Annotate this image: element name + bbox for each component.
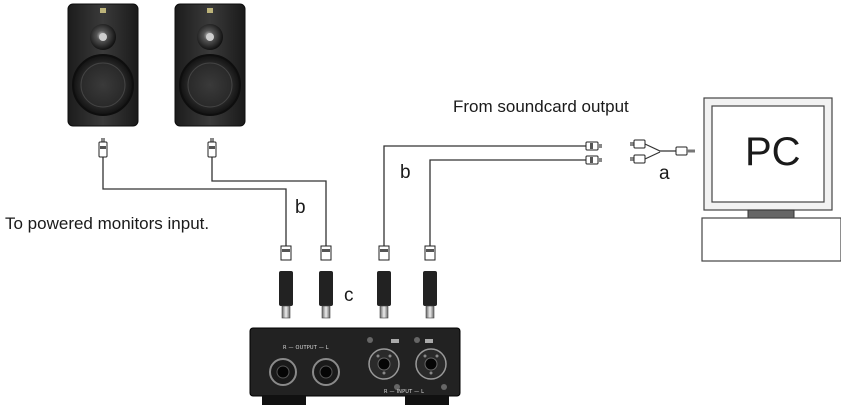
cables-from-soundcard xyxy=(383,145,588,246)
device-foot-left xyxy=(262,396,306,405)
audio-interface xyxy=(249,327,461,405)
speaker-right xyxy=(174,3,246,127)
monitor-screen xyxy=(711,105,825,203)
input-combo-l xyxy=(414,337,447,390)
jack-plugs xyxy=(279,245,437,319)
jack-plug-3 xyxy=(377,245,391,319)
rca-plug-speaker-right xyxy=(207,138,217,158)
output-panel-label: R — OUTPUT — L xyxy=(283,345,329,351)
device-foot-right xyxy=(405,396,449,405)
woofer-right xyxy=(179,54,241,116)
rca-plug-soundcard-top xyxy=(585,141,602,151)
jack-plug-1 xyxy=(279,245,293,319)
cable-label-b-monitors: b xyxy=(295,197,306,218)
cables-to-monitors xyxy=(102,156,327,246)
from-soundcard-label: From soundcard output xyxy=(453,97,629,116)
to-monitors-label: To powered monitors input. xyxy=(5,214,210,233)
y-adapter-cable xyxy=(630,139,695,164)
pc-base xyxy=(701,217,841,262)
woofer-left xyxy=(72,54,134,116)
speaker-left xyxy=(67,3,139,127)
input-panel-label: R — INPUT — L xyxy=(384,389,425,395)
rca-plug-soundcard-bottom xyxy=(585,155,602,165)
input-combo-r xyxy=(367,337,400,390)
cable-label-a: a xyxy=(659,163,670,184)
monitor-stand xyxy=(747,209,795,219)
pc-computer xyxy=(701,97,841,262)
cable-label-c: c xyxy=(344,285,354,306)
pc-label: PC xyxy=(745,130,801,174)
jack-plug-2 xyxy=(319,245,333,319)
jack-plug-4 xyxy=(423,245,437,319)
cable-label-b-soundcard: b xyxy=(400,162,411,183)
rca-plug-speaker-left xyxy=(98,138,108,158)
